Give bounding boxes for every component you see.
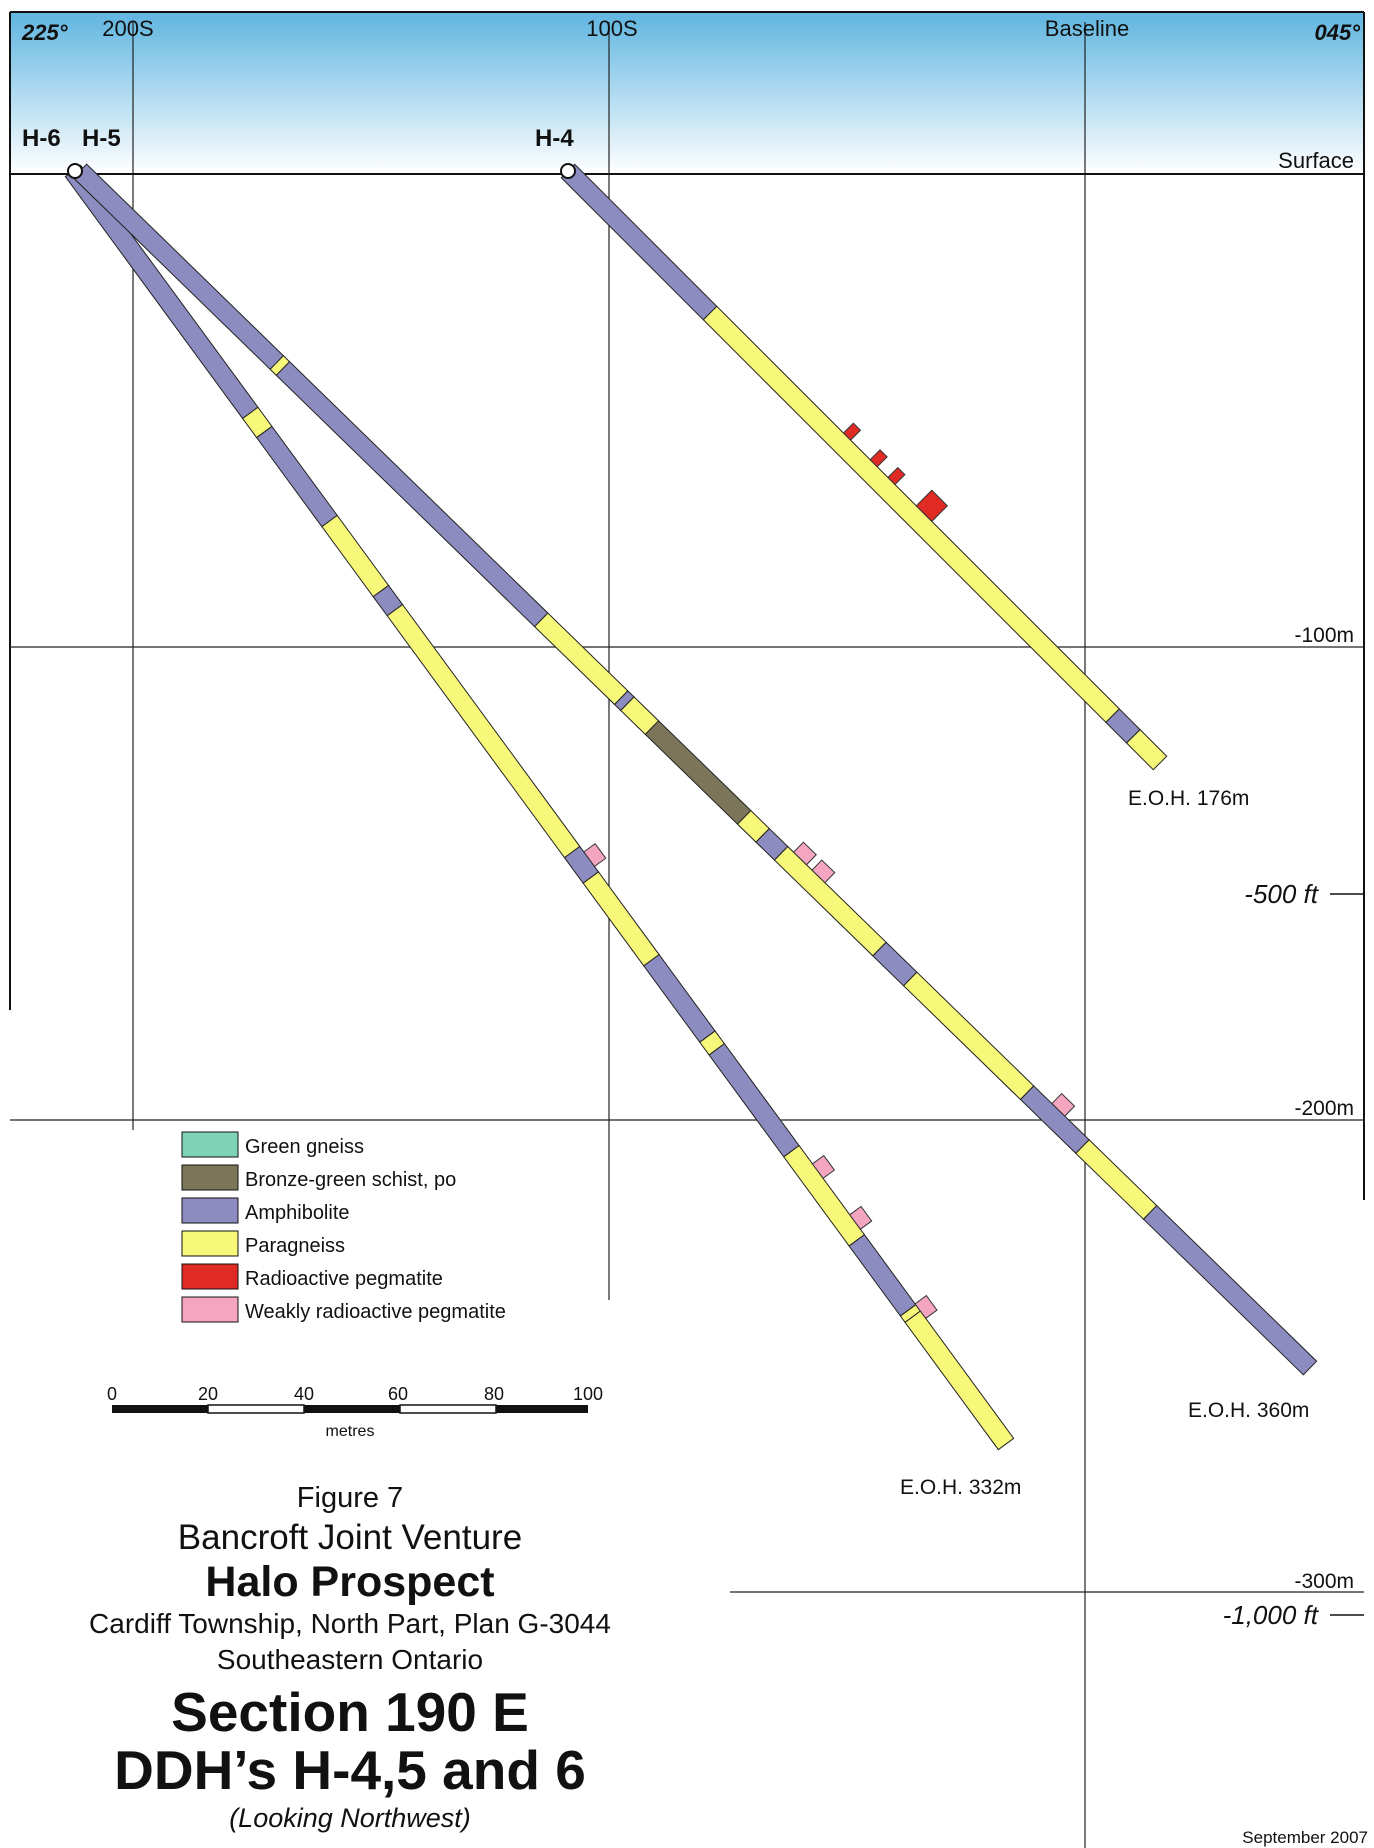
eoh-label-h4: E.O.H. 176m [1128,787,1249,810]
h4-interval-paragneiss [702,305,1121,724]
project-name: Bancroft Joint Venture [177,1518,523,1557]
collar-label-h4: H-4 [535,125,574,152]
legend-swatch-weakly-radioactive-pegmatite [181,1296,239,1323]
h5-interval-amphibolite [1142,1204,1318,1376]
legend-label-weakly-radioactive-pegmatite: Weakly radioactive pegmatite [245,1301,506,1323]
prospect-name: Halo Prospect [205,1558,495,1606]
h4-pegmatite-radioactive [915,489,949,523]
grid-label-baseline: Baseline [1045,16,1129,41]
depth-label-500ft: -500 ft [1244,879,1319,909]
left-azimuth: 225° [21,20,68,45]
h6-pegmatite-weakly_radioactive [811,1154,836,1180]
holes-title: DDH’s H-4,5 and 6 [114,1739,586,1801]
location-line-1: Cardiff Township, North Part, Plan G-304… [89,1608,611,1639]
sky-band [10,12,1364,174]
h4-pegmatite-radioactive [887,466,906,486]
collar-marker-h4 [560,163,576,179]
scale-tick-80: 80 [484,1384,504,1404]
collar-label-h6: H-6 [22,125,61,152]
h6-interval-amphibolite [64,164,259,420]
grid-label-200s: 200S [102,16,153,41]
location-line-2: Southeastern Ontario [216,1644,484,1675]
h5-pegmatite-weakly_radioactive [792,841,817,866]
legend-label-amphibolite: Amphibolite [245,1202,350,1224]
scale-seg-4 [399,1404,497,1414]
scale-unit: metres [326,1423,375,1440]
legend-label-green-gneiss: Green gneiss [245,1136,364,1158]
depth-label-300m: -300m [1294,1570,1354,1593]
figure-number: Figure 7 [296,1482,404,1514]
h5-pegmatite-weakly_radioactive [1051,1092,1076,1117]
h6-interval-amphibolite [848,1234,917,1317]
h5-pegmatite-weakly_radioactive [811,859,836,884]
h6-pegmatite-weakly_radioactive [849,1205,873,1230]
legend-label-radioactive-pegmatite: Radioactive pegmatite [245,1268,443,1290]
depth-label-200m: -200m [1294,1097,1354,1120]
h4-pegmatite-radioactive [842,422,862,441]
scale-seg-5 [496,1405,588,1413]
legend-swatch-radioactive-pegmatite [181,1263,239,1290]
scale-tick-20: 20 [198,1384,218,1404]
legend-label-paragneiss: Paragneiss [245,1235,345,1257]
eoh-label-h6: E.O.H. 332m [900,1476,1021,1499]
legend-swatch-amphibolite [181,1197,239,1224]
grid-label-100s: 100S [586,16,637,41]
legend-swatch-paragneiss [181,1230,239,1257]
h5-interval-paragneiss [533,612,629,706]
h5-interval-paragneiss [902,971,1035,1101]
h4-pegmatite-radioactive [869,449,888,468]
scale-tick-100: 100 [573,1384,603,1404]
scale-bar: 0 20 40 60 80 100 metres [107,1384,603,1440]
h5-interval-schist [644,720,752,825]
h5-interval-amphibolite [72,163,285,371]
scale-seg-2 [207,1404,305,1414]
scale-tick-40: 40 [294,1384,314,1404]
legend-swatch-green-gneiss [181,1131,239,1158]
drill-hole-h5 [72,163,1318,1376]
h6-interval-amphibolite [643,953,716,1043]
drill-hole-h4 [560,163,1168,771]
h4-interval-amphibolite [560,163,718,321]
legend-swatch-bronze-green-schist [181,1164,239,1191]
h6-interval-paragneiss [904,1310,1015,1451]
h6-interval-paragneiss [582,871,660,967]
legend: Green gneiss Bronze-green schist, po Amp… [181,1131,506,1323]
collar-marker-h6-h5 [67,163,83,179]
eoh-label-h5: E.O.H. 360m [1188,1399,1309,1422]
depth-label-100m: -100m [1294,624,1354,647]
section-title: Section 190 E [171,1681,529,1743]
h6-interval-paragneiss [321,514,390,598]
right-azimuth: 045° [1314,20,1360,45]
h6-pegmatite-weakly_radioactive [914,1294,938,1320]
date-label: September 2007 [1242,1828,1368,1847]
surface-label: Surface [1278,148,1354,173]
h4-interval-paragneiss [1125,728,1168,771]
h6-interval-amphibolite [708,1043,800,1158]
h5-interval-paragneiss [773,845,887,957]
scale-seg-1 [112,1405,208,1413]
scale-tick-0: 0 [107,1384,117,1404]
scale-seg-3 [304,1405,400,1413]
drill-hole-h6 [64,164,1015,1451]
h6-interval-amphibolite [255,425,338,528]
collar-label-h5: H-5 [82,125,121,152]
view-orientation: (Looking Northwest) [229,1803,471,1833]
scale-tick-60: 60 [388,1384,408,1404]
legend-label-bronze-green-schist: Bronze-green schist, po [245,1169,456,1191]
h6-pegmatite-weakly_radioactive [583,842,607,868]
h5-interval-paragneiss [1075,1139,1158,1220]
depth-label-1000ft: -1,000 ft [1223,1600,1320,1630]
